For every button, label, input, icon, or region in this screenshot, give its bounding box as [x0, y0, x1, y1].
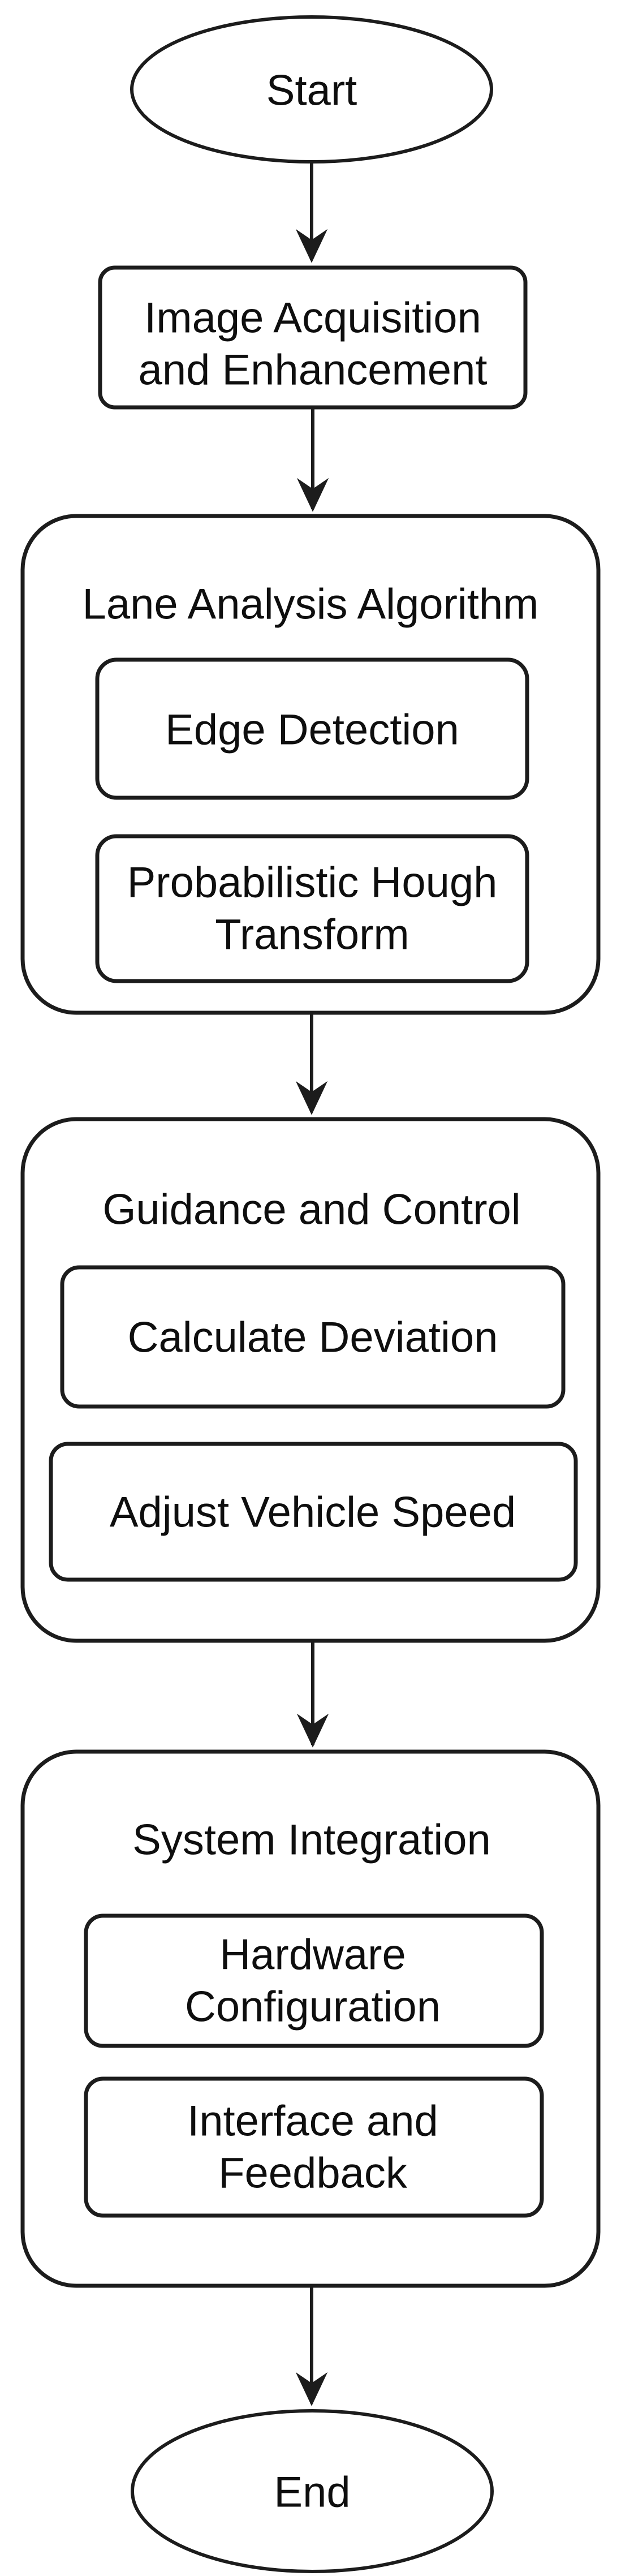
image-acquisition-label-line2: and Enhancement [139, 346, 488, 394]
end-terminator-shape [131, 2409, 494, 2573]
edge-detection-node-shape [95, 657, 529, 800]
start-terminator-shape [130, 15, 493, 164]
end-label: End [274, 2469, 350, 2517]
hardware-config-label-line1: Hardware [219, 1931, 406, 1979]
calculate-deviation-label: Calculate Deviation [128, 1314, 498, 1362]
interface-feedback-node-shape [84, 2076, 544, 2218]
hardware-config-label-line2: Configuration [185, 1983, 441, 2031]
start-label: Start [266, 67, 357, 115]
edge-detection-label: Edge Detection [165, 706, 459, 754]
guidance-control-group-title: Guidance and Control [102, 1186, 520, 1234]
hough-transform-label-line1: Probabilistic Hough [127, 859, 498, 907]
lane-analysis-group-title: Lane Analysis Algorithm [83, 580, 539, 629]
interface-feedback-label-line2: Feedback [218, 2149, 408, 2197]
adjust-speed-node-shape [49, 1442, 578, 1582]
hough-transform-node-shape [95, 834, 529, 983]
adjust-speed-label: Adjust Vehicle Speed [110, 1489, 516, 1537]
hough-transform-label-line2: Transform [215, 911, 409, 959]
calculate-deviation-node-shape [60, 1265, 566, 1409]
hardware-config-node-shape [84, 1913, 544, 2048]
image-acquisition-label-line1: Image Acquisition [144, 294, 481, 342]
interface-feedback-label-line1: Interface and [187, 2097, 438, 2145]
system-integration-group-title: System Integration [132, 1816, 491, 1864]
image-acquisition-node-shape [98, 265, 528, 410]
